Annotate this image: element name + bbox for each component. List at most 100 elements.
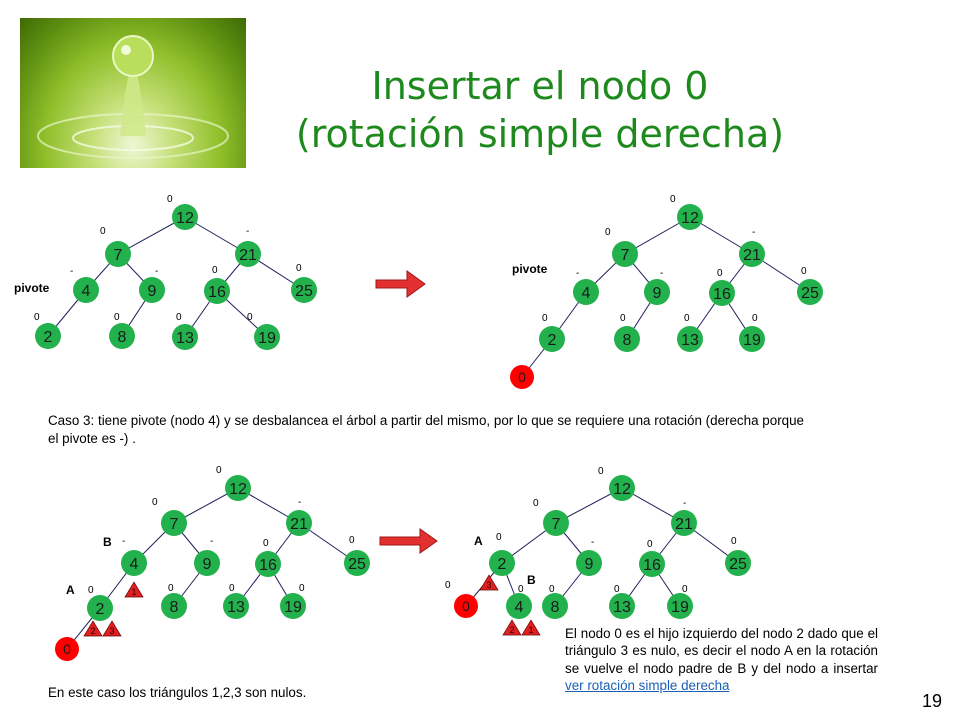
subtree-triangle	[502, 619, 522, 636]
node-label: 25	[295, 283, 313, 300]
triangle-label: 2	[509, 625, 514, 635]
balance-factor: -	[576, 268, 579, 279]
node-label: 21	[290, 516, 308, 533]
balance-factor: -	[752, 227, 755, 238]
subtree-triangle	[479, 574, 499, 591]
balance-factor: 0	[496, 532, 502, 543]
tree-node	[739, 326, 765, 352]
node-label: 2	[548, 332, 557, 349]
label-B: B	[103, 535, 112, 549]
tree-node	[280, 593, 306, 619]
balance-factor: -	[70, 266, 73, 277]
new-node	[510, 365, 534, 389]
balance-factor: 0	[114, 312, 120, 323]
balance-factor: 0	[598, 466, 604, 477]
node-label: 16	[713, 286, 731, 303]
node-label: 13	[227, 599, 245, 616]
balance-factor: 0	[549, 584, 555, 595]
balance-factor: -	[683, 498, 686, 509]
tree-node	[709, 280, 735, 306]
tree-node	[612, 241, 638, 267]
balance-factor: 0	[445, 580, 451, 591]
tree-bottom-right: 0 12 0 7 - 21 0 2 - 9 0 16 0 25 0 0 4 0 …	[445, 466, 751, 636]
tree-node	[543, 510, 569, 536]
balance-factor: 0	[717, 268, 723, 279]
balance-factor: -	[210, 536, 213, 547]
balance-factor: 0	[752, 313, 758, 324]
node-label: 12	[681, 210, 699, 227]
balance-factor: 0	[349, 535, 355, 546]
triangle-label: 1	[131, 587, 136, 597]
node-label: 0	[462, 598, 470, 614]
tree-node	[291, 277, 317, 303]
tree-node	[194, 550, 220, 576]
tree-node	[235, 241, 261, 267]
balance-factor: 0	[801, 266, 807, 277]
tree-node	[255, 551, 281, 577]
balance-factor: 0	[247, 312, 253, 323]
node-label: 16	[208, 284, 226, 301]
balance-factor: 0	[229, 583, 235, 594]
node-label: 2	[96, 601, 105, 618]
tree-node	[667, 593, 693, 619]
tree-node	[797, 279, 823, 305]
balance-factor: 0	[684, 313, 690, 324]
pivote-label: pivote	[14, 281, 50, 295]
triangles-note: En este caso los triángulos 1,2,3 son nu…	[48, 685, 307, 700]
balance-factor: 0	[167, 194, 173, 205]
node-label: 7	[170, 516, 179, 533]
node-label: 9	[203, 556, 212, 573]
balance-factor: 0	[518, 584, 524, 595]
node-label: 4	[515, 599, 524, 616]
balance-factor: -	[591, 537, 594, 548]
balance-factor: 0	[152, 497, 158, 508]
balance-factor: -	[246, 226, 249, 237]
balance-factor: 0	[533, 498, 539, 509]
node-label: 4	[582, 285, 591, 302]
node-label: 4	[82, 283, 91, 300]
node-label: 13	[681, 332, 699, 349]
tree-node	[172, 204, 198, 230]
title-line-1: Insertar el nodo 0	[371, 64, 709, 108]
node-label: 7	[552, 516, 561, 533]
tree-node	[644, 279, 670, 305]
new-node	[454, 594, 478, 618]
tree-node	[489, 550, 515, 576]
new-node	[55, 637, 79, 661]
water-drop-image	[20, 18, 246, 168]
tree-node	[609, 593, 635, 619]
caso3-description: Caso 3: tiene pivote (nodo 4) y se desba…	[48, 413, 804, 446]
tree-node	[539, 326, 565, 352]
tree-node	[614, 326, 640, 352]
subtree-triangle	[83, 620, 103, 637]
balance-factor: 0	[670, 194, 676, 205]
ver-rotacion-link[interactable]: ver rotación simple derecha	[565, 678, 730, 694]
node-label: 21	[239, 247, 257, 264]
tree-node	[639, 551, 665, 577]
tree-node	[161, 510, 187, 536]
balance-factor: -	[298, 497, 301, 508]
subtree-triangle	[102, 620, 122, 637]
node-label: 7	[114, 247, 123, 264]
subtree-triangle	[521, 619, 541, 636]
node-label: 2	[498, 556, 507, 573]
label-B: B	[527, 573, 536, 587]
balance-factor: 0	[647, 539, 653, 550]
balance-factor: 0	[176, 312, 182, 323]
node-label: 8	[170, 599, 179, 616]
pivote-label: pivote	[512, 262, 548, 276]
node-label: 0	[63, 641, 71, 657]
tree-node	[542, 593, 568, 619]
node-label: 8	[623, 332, 632, 349]
balance-factor: 0	[605, 227, 611, 238]
tree-node	[87, 595, 113, 621]
balance-factor: 0	[34, 312, 40, 323]
slide-title: Insertar el nodo 0 (rotación simple dere…	[240, 62, 840, 158]
tree-node	[161, 593, 187, 619]
node-label: 9	[148, 283, 157, 300]
node-label: 21	[675, 516, 693, 533]
node-label: 4	[130, 556, 139, 573]
balance-factor: 0	[731, 536, 737, 547]
arrow-icon	[379, 528, 438, 554]
